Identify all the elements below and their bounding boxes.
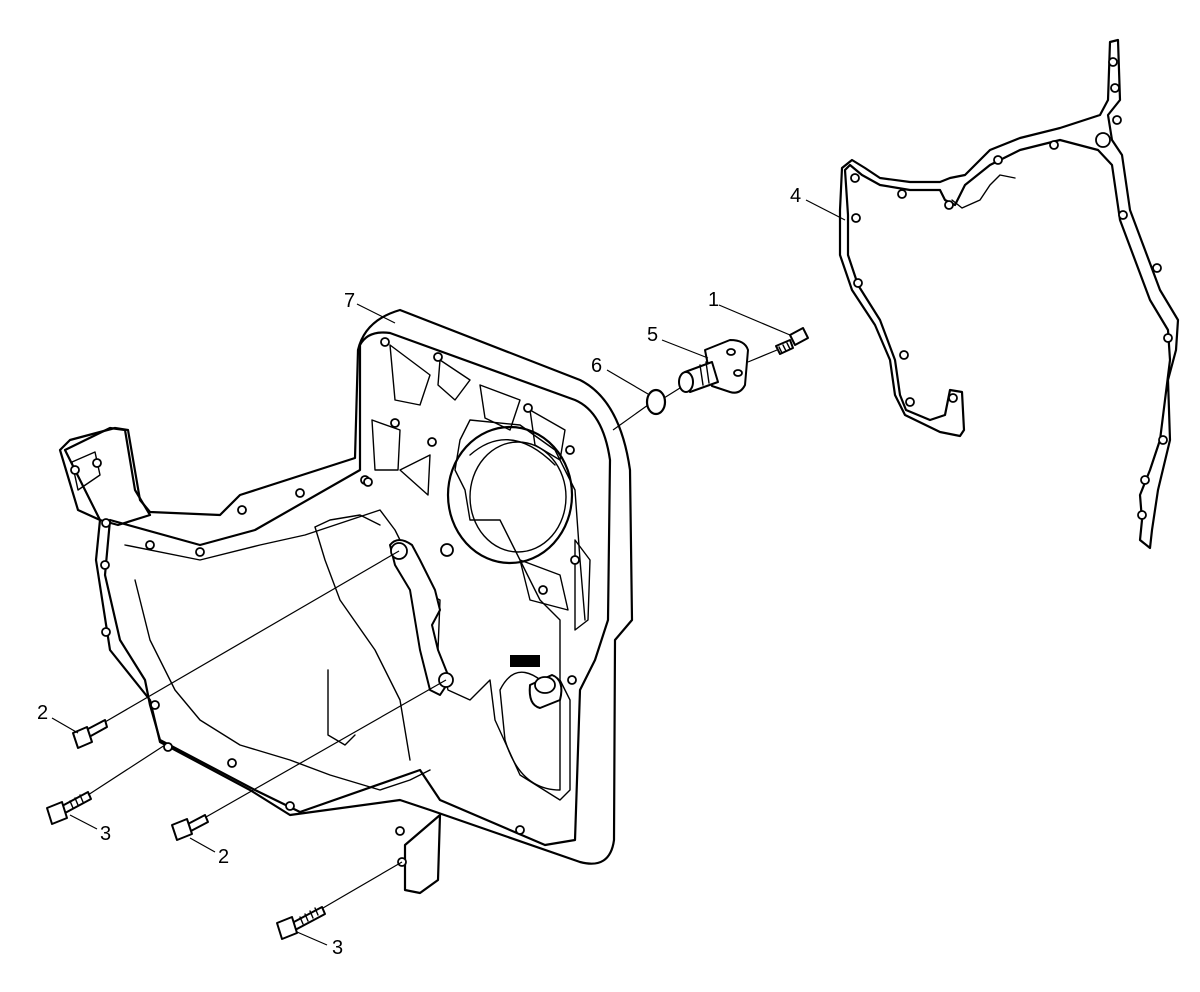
- callout-4: 4: [790, 185, 801, 207]
- gasket: [838, 38, 1180, 550]
- bolt-part-2-lower: [171, 814, 209, 841]
- gear-housing-cover: [58, 308, 634, 895]
- callout-2-lower: 2: [218, 846, 229, 868]
- callout-6: 6: [591, 355, 602, 377]
- o-ring: [645, 388, 667, 416]
- callout-1: 1: [708, 289, 719, 311]
- callout-3-lower: 3: [332, 937, 343, 959]
- callout-7: 7: [344, 290, 355, 312]
- sensor: [678, 339, 749, 394]
- bolt-part-3-upper: [46, 791, 92, 825]
- assembly-lines: [87, 349, 778, 909]
- bolt-part-1: [775, 327, 809, 355]
- callout-3-upper: 3: [100, 823, 111, 845]
- callout-2-upper: 2: [37, 702, 48, 724]
- callout-5: 5: [647, 324, 658, 346]
- bolt-part-2-upper: [72, 719, 108, 749]
- callout-leaders: [51, 199, 846, 946]
- bolt-part-3-lower: [276, 906, 326, 940]
